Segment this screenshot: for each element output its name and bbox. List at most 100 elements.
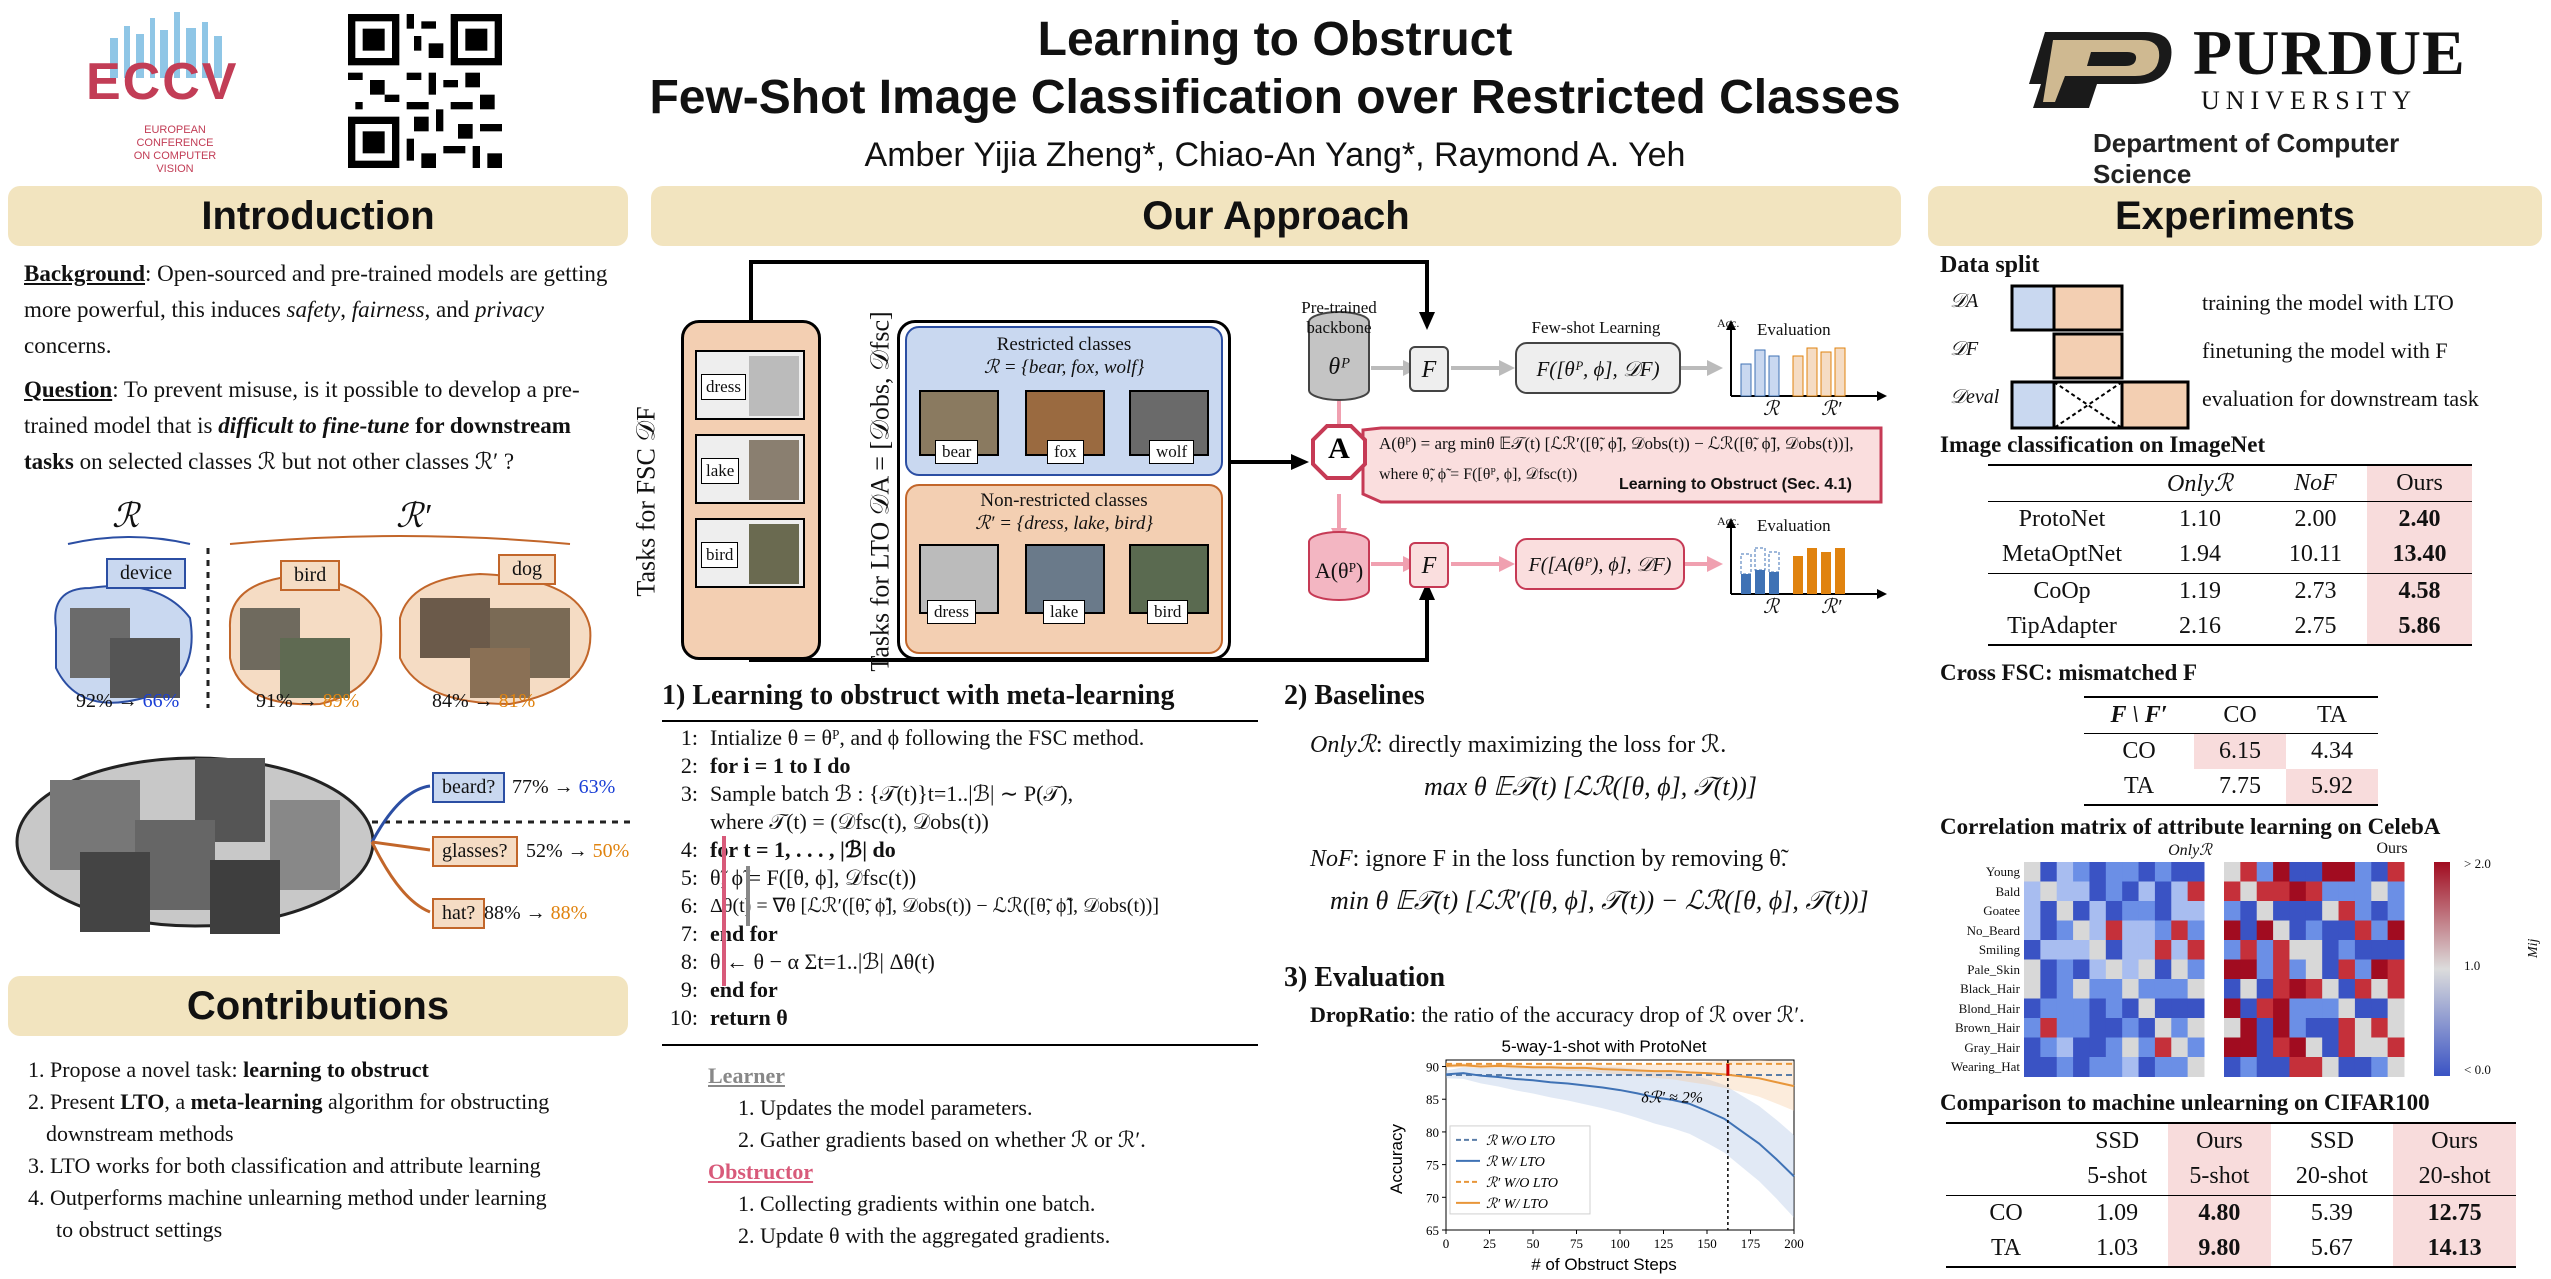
corr-cell <box>2040 959 2058 980</box>
corr-cell <box>2322 1037 2340 1058</box>
corr-cell <box>2056 998 2074 1019</box>
corr-cell <box>2224 920 2241 941</box>
corr-attr-label: Goatee <box>1983 903 2020 918</box>
band-r-lto <box>1446 1066 1794 1218</box>
fsc-formula-top: F([θᴾ, ϕ], 𝒟F) <box>1515 342 1681 394</box>
corr-cell <box>2338 920 2356 941</box>
corr-cell <box>2040 1037 2058 1058</box>
only-r-desc: Onlyℛ: directly maximizing the loss for … <box>1310 732 1727 758</box>
baselines-heading: 2) Baselines <box>1284 680 1425 711</box>
nof-eq: min θ 𝔼𝒯(t) [ℒℛ′([θ, ϕ], 𝒯(t)) − ℒℛ([θ, … <box>1330 886 1869 915</box>
corr-cell <box>2371 1037 2389 1058</box>
corr-cell <box>2371 940 2389 960</box>
obstruct-chart-svg: 5-way-1-shot with ProtoNet # of Obstruct… <box>1387 1037 1804 1274</box>
contrib-item-3: 3. LTO works for both classification and… <box>28 1153 541 1178</box>
intro-banner: Introduction <box>8 186 628 246</box>
axis-rp-bottom: ℛ′ <box>1821 596 1842 618</box>
corr-cell <box>2122 901 2140 921</box>
y-tick-label: 85 <box>1426 1092 1439 1107</box>
corr-cell <box>2387 1057 2405 1077</box>
x-tick-label: 200 <box>1784 1236 1804 1251</box>
corr-cell <box>2154 959 2172 980</box>
corr-cell <box>2105 1018 2123 1038</box>
corr-cell <box>2322 1057 2340 1077</box>
corr-cell <box>2240 901 2258 921</box>
corr-cell <box>2154 881 2172 902</box>
corr-cell <box>2256 940 2274 960</box>
dog-tag: dog <box>498 554 556 585</box>
corr-cell <box>2289 862 2307 882</box>
datasplit-diagram: 𝒟A 𝒟F 𝒟eval training the model with LTO … <box>1950 284 2550 434</box>
corr-cell <box>2154 901 2172 921</box>
acc-device: 92% → 66% <box>76 690 180 712</box>
corr-cell <box>2073 998 2090 1019</box>
corr-cell <box>2273 1057 2290 1077</box>
corr-cell <box>2289 998 2307 1019</box>
corr-cell <box>2056 920 2074 941</box>
corr-cell <box>2056 901 2074 921</box>
corr-cell <box>2387 1018 2405 1038</box>
corr-cell <box>2354 979 2372 999</box>
corr-cell <box>2305 1057 2323 1077</box>
corr-attr-label: Pale_Skin <box>1967 961 2020 977</box>
axis-r-bottom: ℛ <box>1763 596 1779 618</box>
tasks-fsc-label: Tasks for FSC 𝒟F <box>631 406 661 597</box>
corr-cell <box>2056 1057 2074 1077</box>
corr-cell <box>2305 979 2323 999</box>
x-tick-label: 175 <box>1741 1236 1761 1251</box>
corr-cell <box>2240 959 2258 980</box>
fsc-item-dress: dress <box>695 350 805 420</box>
attr-hat-tag: hat? <box>432 898 486 929</box>
corr-cell <box>2138 1037 2156 1058</box>
corr-cell <box>2354 901 2372 921</box>
corr-cell <box>2371 862 2389 882</box>
fsc-item-lake: lake <box>695 434 805 504</box>
objective-where: where θ̃, ϕ̃ = F([θᴾ, ϕ], 𝒟fsc(t)) <box>1379 466 1578 483</box>
experiments-banner: Experiments <box>1928 186 2542 246</box>
corr-cell <box>2171 1018 2189 1038</box>
corr-cell <box>2338 959 2356 980</box>
corr-cell <box>2387 901 2405 921</box>
corr-cell <box>2138 998 2156 1019</box>
corr-cell <box>2187 940 2205 960</box>
poster-authors: Amber Yijia Zheng*, Chiao-An Yang*, Raym… <box>864 136 1686 174</box>
corr-cell <box>2089 940 2107 960</box>
poster-title-line1: Learning to Obstruct <box>1037 13 1513 66</box>
corr-cell <box>2024 959 2041 980</box>
chart-annotation: δℛ′ ≈ 2% <box>1641 1090 1703 1107</box>
y-tick-label: 75 <box>1426 1158 1439 1173</box>
corr-cell <box>2089 1057 2107 1077</box>
contrib-list: 1. Propose a novel task: learning to obs… <box>28 1054 628 1246</box>
corr-attr-label: Brown_Hair <box>1955 1020 2020 1035</box>
corr-cell <box>2322 862 2340 882</box>
corr-cell <box>2024 901 2041 921</box>
attr-glasses-acc: 52% → 50% <box>526 840 630 862</box>
chart-title: 5-way-1-shot with ProtoNet <box>1501 1037 1706 1056</box>
corr-cell <box>2305 862 2323 882</box>
corr-cell <box>2138 979 2156 999</box>
corr-cell <box>2040 920 2058 941</box>
corr-cell <box>2305 881 2323 902</box>
purdue-university: UNIVERSITY <box>2201 86 2417 115</box>
attr-arrows <box>15 756 630 934</box>
corr-cell <box>2024 998 2041 1019</box>
corr-cell <box>2371 920 2389 941</box>
corr-cell <box>2387 920 2405 941</box>
corr-cell <box>2224 940 2241 960</box>
approach-diagram: Tasks for FSC 𝒟F dress lake bird Tasks f… <box>632 256 1901 672</box>
corr-cell <box>2122 1057 2140 1077</box>
corr-cell <box>2289 1018 2307 1038</box>
acc-bird: 91% → 89% <box>256 690 360 712</box>
corr-cell <box>2138 940 2156 960</box>
legend-label-0: ℛ W/O LTO <box>1486 1134 1555 1149</box>
corr-cell <box>2056 862 2074 882</box>
corr-cell <box>2154 998 2172 1019</box>
corr-cell <box>2024 881 2041 902</box>
restricted-box: Restricted classes ℛ = {bear, fox, wolf}… <box>905 326 1223 476</box>
corr-cell <box>2024 1057 2041 1077</box>
corr-attr-label: Black_Hair <box>1960 981 2020 996</box>
